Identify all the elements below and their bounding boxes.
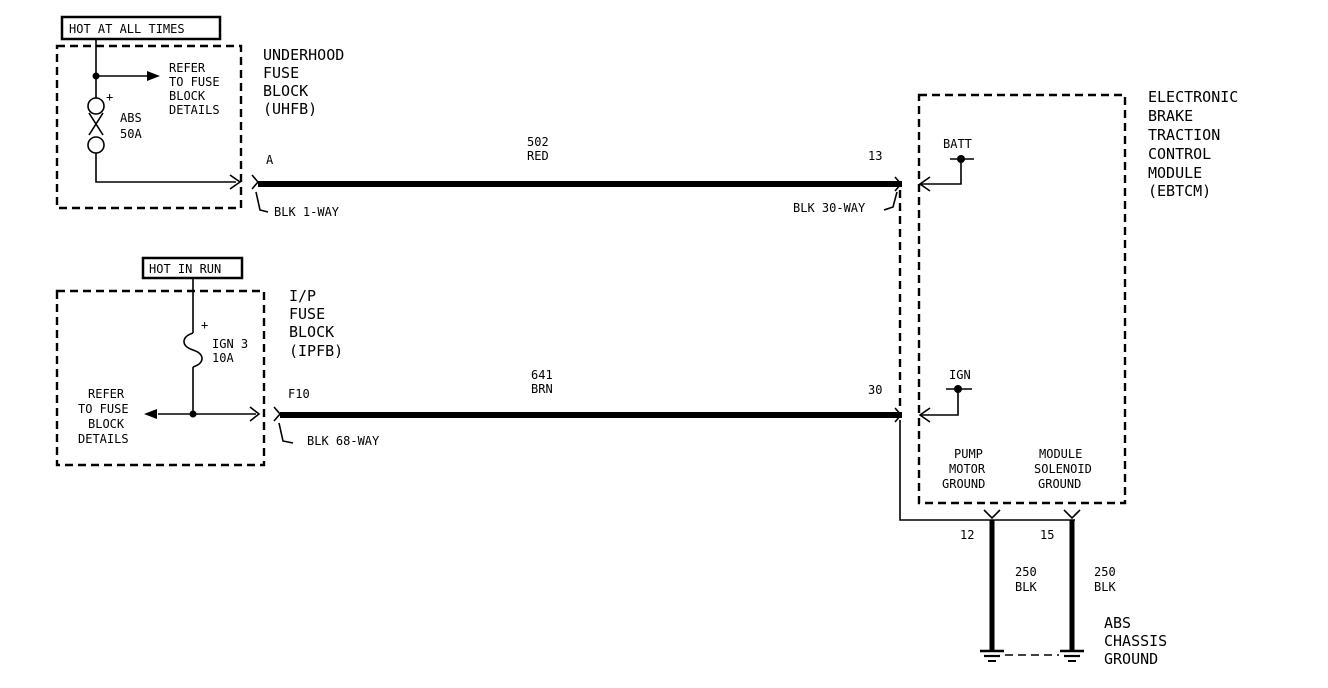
batt-input-line: [921, 160, 962, 185]
hot-in-run-label: HOT IN RUN: [149, 262, 221, 276]
wire-250a-color: BLK: [1015, 580, 1037, 594]
batt-label: BATT: [943, 137, 972, 151]
wire-250a-number: 250: [1015, 565, 1037, 579]
hot-at-all-times-box: [60, 15, 222, 41]
ipfb-refer-arrow: [144, 409, 157, 419]
ign-input-arrow: [918, 407, 931, 423]
svg-text:IGN 3: IGN 3: [212, 337, 248, 351]
svg-text:50A: 50A: [120, 127, 142, 141]
pin-13: 13: [868, 149, 882, 163]
abs-fuse-plus: +: [106, 90, 113, 104]
wire-502-color: RED: [527, 149, 549, 163]
svg-text:BLOCK: BLOCK: [263, 82, 308, 100]
module-solenoid-ground-label: MODULE SOLENOID GROUND: [1034, 447, 1092, 491]
uhfb-connector-icon: [251, 174, 260, 190]
batt-node: [957, 155, 965, 163]
pump-motor-ground-label: PUMP MOTOR GROUND: [942, 447, 986, 491]
blk-30-way-label: BLK 30-WAY: [793, 201, 866, 215]
hot-at-all-times-label: HOT AT ALL TIMES: [69, 22, 185, 36]
ign-label: IGN: [949, 368, 971, 382]
wire-250b-color: BLK: [1094, 580, 1116, 594]
svg-text:MOTOR: MOTOR: [949, 462, 986, 476]
pin-30: 30: [868, 383, 882, 397]
batt-input-arrow: [918, 176, 931, 192]
uhfb-output-line: [95, 153, 236, 183]
pin-12-connector-icon: [983, 509, 1001, 520]
uhfb-name: UNDERHOOD FUSE BLOCK (UHFB): [263, 46, 344, 118]
svg-text:(UHFB): (UHFB): [263, 100, 317, 118]
abs-chassis-ground-label: ABS CHASSIS GROUND: [1104, 614, 1167, 668]
uhfb-terminal-arrow: [229, 174, 242, 190]
abs-fuse-icon: [87, 97, 105, 154]
svg-text:MODULE: MODULE: [1039, 447, 1082, 461]
wire-250b-number: 250: [1094, 565, 1116, 579]
svg-text:DETAILS: DETAILS: [78, 432, 129, 446]
pin-15-connector-icon: [1063, 509, 1081, 520]
svg-text:FUSE: FUSE: [289, 305, 325, 323]
blk-68-way-label: BLK 68-WAY: [307, 434, 380, 448]
terminal-a: A: [266, 153, 274, 167]
wire-641-color: BRN: [531, 382, 553, 396]
svg-text:BRAKE: BRAKE: [1148, 107, 1193, 125]
abs-fuse-label: ABS 50A: [120, 111, 142, 141]
svg-text:MODULE: MODULE: [1148, 164, 1202, 182]
svg-text:DETAILS: DETAILS: [169, 103, 220, 117]
ign3-fuse-label: IGN 3 10A: [212, 337, 248, 365]
ebtcm-name: ELECTRONIC BRAKE TRACTION CONTROL MODULE…: [1148, 88, 1238, 200]
blk-1-way-label: BLK 1-WAY: [274, 205, 340, 219]
terminal-f10: F10: [288, 387, 310, 401]
svg-text:ELECTRONIC: ELECTRONIC: [1148, 88, 1238, 106]
uhfb-fuse-block-outline: [55, 44, 243, 210]
ground-icon-pin12: [980, 639, 1004, 662]
blk-1-way-leader: [255, 191, 269, 213]
svg-text:REFER: REFER: [169, 61, 206, 75]
ign-input-line: [921, 389, 959, 416]
wire-502-number: 502: [527, 135, 549, 149]
pin-12: 12: [960, 528, 974, 542]
svg-text:PUMP: PUMP: [954, 447, 983, 461]
ign3-fuse-plus: +: [201, 318, 208, 332]
uhfb-refer-arrow: [147, 71, 160, 81]
ipfb-terminal-arrow: [249, 406, 261, 422]
svg-text:SOLENOID: SOLENOID: [1034, 462, 1092, 476]
svg-text:FUSE: FUSE: [263, 64, 299, 82]
svg-text:GROUND: GROUND: [942, 477, 985, 491]
svg-text:UNDERHOOD: UNDERHOOD: [263, 46, 344, 64]
ipfb-refer-text: REFER TO FUSE BLOCK DETAILS: [78, 387, 129, 446]
ipfb-connector-icon: [273, 406, 282, 422]
ipfb-fuse-block-outline: [55, 289, 266, 467]
svg-text:GROUND: GROUND: [1038, 477, 1081, 491]
svg-text:BLOCK: BLOCK: [289, 323, 334, 341]
ipfb-name: I/P FUSE BLOCK (IPFB): [289, 287, 343, 360]
svg-text:(EBTCM): (EBTCM): [1148, 182, 1211, 200]
svg-text:REFER: REFER: [88, 387, 125, 401]
ign-node: [954, 385, 962, 393]
svg-text:BLOCK: BLOCK: [88, 417, 125, 431]
ground-icon-pin15: [1060, 639, 1084, 662]
ebtcm-module-outline: [917, 93, 1127, 505]
blk-30-way-leader: [883, 191, 898, 211]
svg-text:ABS: ABS: [1104, 614, 1131, 632]
pin-30-connector-icon: [894, 407, 903, 423]
svg-text:(IPFB): (IPFB): [289, 342, 343, 360]
pin-13-connector-icon: [894, 176, 903, 192]
svg-text:I/P: I/P: [289, 287, 316, 305]
ebtcm-ground-connector: [899, 420, 1075, 521]
ign3-fuse-icon: [183, 332, 203, 368]
uhfb-refer-text: REFER TO FUSE BLOCK DETAILS: [169, 61, 220, 117]
svg-text:10A: 10A: [212, 351, 234, 365]
svg-text:BLOCK: BLOCK: [169, 89, 206, 103]
svg-text:CHASSIS: CHASSIS: [1104, 632, 1167, 650]
svg-text:TO FUSE: TO FUSE: [169, 75, 220, 89]
pin-15: 15: [1040, 528, 1054, 542]
svg-text:TRACTION: TRACTION: [1148, 126, 1220, 144]
svg-text:ABS: ABS: [120, 111, 142, 125]
wire-641-number: 641: [531, 368, 553, 382]
svg-text:GROUND: GROUND: [1104, 650, 1158, 668]
blk-68-way-leader: [278, 422, 294, 444]
svg-text:CONTROL: CONTROL: [1148, 145, 1211, 163]
svg-text:TO FUSE: TO FUSE: [78, 402, 129, 416]
